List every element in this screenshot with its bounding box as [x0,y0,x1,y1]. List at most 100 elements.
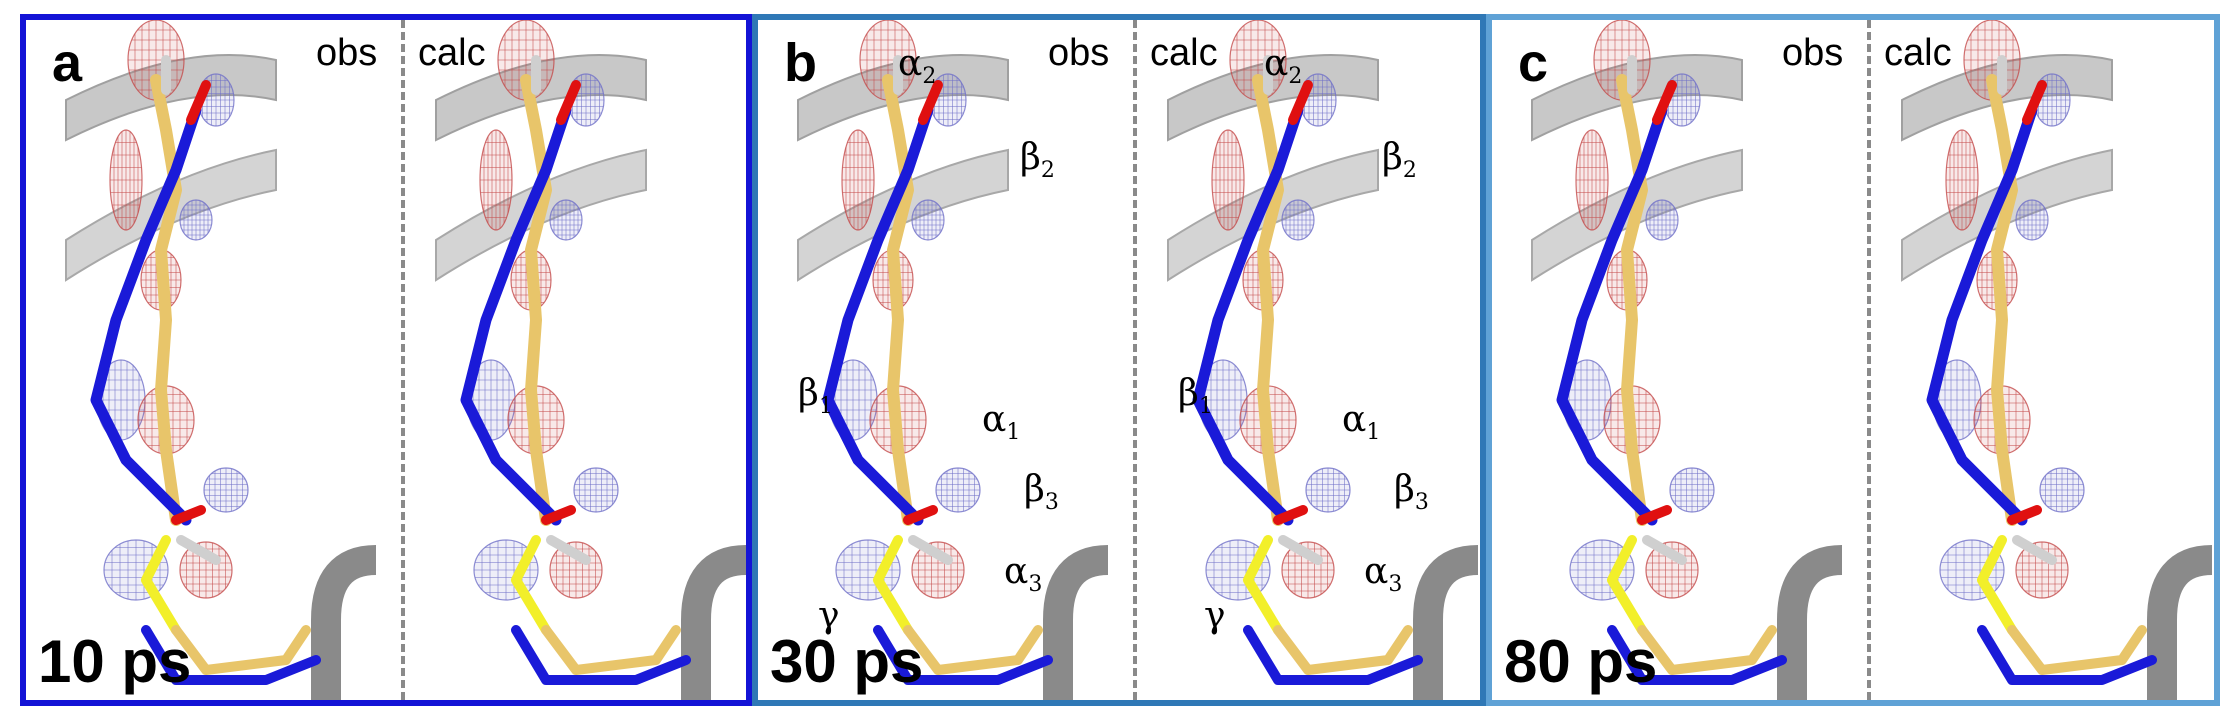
structure-figure-calc [435,20,746,700]
chromophore-structure-icon [171,505,206,525]
chromophore-structure-icon [186,80,211,125]
chromophore-structure-icon [176,535,221,565]
chromophore-structure-icon [1607,625,1787,685]
chromophore-structure-icon [546,535,591,565]
density-mesh-icon [573,467,619,513]
time-label: 30 ps [770,628,924,695]
label-beta1: β1 [1178,373,1213,420]
chromophore-structure-icon [1977,625,2157,685]
density-mesh-icon [1281,199,1315,241]
chromophore-structure-icon [2012,535,2057,565]
label-beta3: β3 [1394,469,1429,516]
chromophore-structure-icon [1637,625,1777,675]
density-mesh-icon [841,129,875,231]
chromophore-structure-icon [520,74,552,526]
label-alpha3: α3 [1004,551,1043,598]
label-gamma: γ [1204,595,1226,636]
panel-letter: b [784,33,817,93]
density-mesh-icon [1945,129,1979,231]
chromophore-structure-icon [460,104,572,526]
chromophore-structure-icon [1243,625,1423,685]
chromophore-structure-icon [1192,104,1304,526]
panel-letter: c [1518,33,1549,93]
panel-a: a obs calc 10 ps [20,14,752,706]
label-alpha2: α2 [1264,43,1303,90]
chromophore-structure-icon [1273,505,1308,525]
chromophore-structure-icon [2007,625,2147,675]
obs-header: obs [316,32,378,74]
chromophore-structure-icon [2022,80,2047,125]
structure-figure-obs [797,20,1109,700]
chromophore-structure-icon [1652,80,1677,125]
chromophore-structure-icon [141,535,181,635]
structure-figure-obs [1531,20,1843,700]
chromophore-structure-icon [903,625,1043,675]
panel-divider [1133,20,1137,700]
chromophore-structure-icon [141,625,321,685]
chromophore-structure-icon [908,535,953,565]
chromophore-structure-icon [1556,104,1668,526]
structure-figure-calc [1167,20,1479,700]
density-mesh-icon [1669,467,1715,513]
chromophore-structure-icon [2007,505,2042,525]
label-beta3: β3 [1024,469,1059,516]
label-beta1: β1 [798,373,833,420]
protein-ribbon-icon [2147,545,2213,700]
chromophore-structure-icon [1637,505,1672,525]
panel-divider [401,20,405,700]
chromophore-structure-icon [903,505,938,525]
obs-header: obs [1782,32,1844,74]
panel-divider [1867,20,1871,700]
label-alpha2: α2 [898,43,937,90]
protein-ribbon-icon [1777,545,1843,700]
density-mesh-icon [203,467,249,513]
chromophore-structure-icon [882,74,914,526]
density-mesh-icon [2015,199,2049,241]
chromophore-structure-icon [873,535,913,635]
chromophore-structure-icon [541,505,576,525]
density-mesh-icon [1211,129,1245,231]
chromophore-structure-icon [1278,535,1323,565]
chromophore-structure-icon [918,80,943,125]
chromophore-structure-icon [171,625,311,675]
chromophore-structure-icon [1607,535,1647,635]
label-alpha1: α1 [982,399,1021,446]
chromophore-structure-icon [1243,535,1283,635]
chromophore-structure-icon [1642,535,1687,565]
label-beta2: β2 [1382,137,1417,184]
protein-ribbon-icon [1413,545,1479,700]
chromophore-structure-icon [1926,104,2038,526]
chromophore-structure-icon [822,104,934,526]
density-mesh-icon [1575,129,1609,231]
label-alpha3: α3 [1364,551,1403,598]
chromophore-structure-icon [511,535,551,635]
time-label: 10 ps [38,628,192,695]
chromophore-structure-icon [1273,625,1413,675]
time-label: 80 ps [1504,628,1658,695]
protein-ribbon-icon [311,545,377,700]
calc-header: calc [418,32,486,74]
density-mesh-icon [2039,467,2085,513]
chromophore-structure-icon [1977,535,2017,635]
density-mesh-icon [1305,467,1351,513]
chromophore-structure-icon [150,74,182,526]
label-gamma: γ [818,595,840,636]
panel-b: b obs calc α2 β2 β1 α1 β3 α3 γ α2 β2 β1 … [752,14,1486,706]
panel-letter: a [52,33,83,93]
chromophore-structure-icon [556,80,581,125]
chromophore-structure-icon [1252,74,1284,526]
density-mesh-icon [179,199,213,241]
label-beta2: β2 [1020,137,1055,184]
chromophore-structure-icon [1616,74,1648,526]
density-mesh-icon [935,467,981,513]
density-mesh-icon [911,199,945,241]
label-alpha1: α1 [1342,399,1381,446]
chromophore-structure-icon [1288,80,1313,125]
chromophore-structure-icon [511,625,691,685]
calc-header: calc [1884,32,1952,74]
density-mesh-icon [549,199,583,241]
density-mesh-icon [479,129,513,231]
chromophore-structure-icon [1986,74,2018,526]
panel-c: c obs calc 80 ps [1486,14,2220,706]
chromophore-structure-icon [541,625,681,675]
